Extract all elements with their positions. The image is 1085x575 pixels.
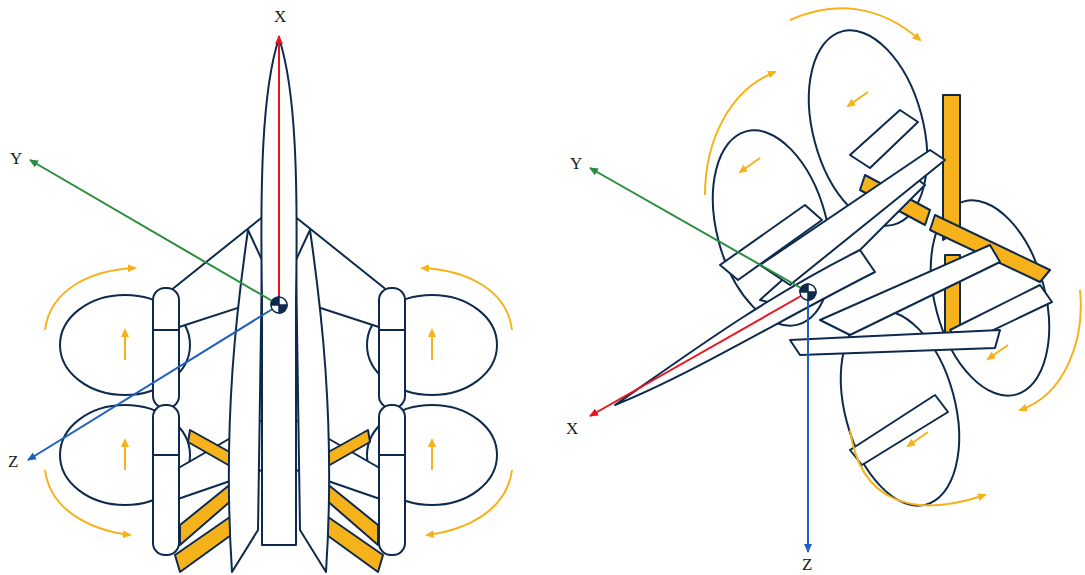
axis-label: Z <box>802 556 812 573</box>
axis-label: X <box>274 8 286 25</box>
axis-label: Z <box>8 453 18 470</box>
axis-label: Y <box>10 150 22 167</box>
axis-label: Y <box>570 155 582 172</box>
axis-label: X <box>566 420 578 437</box>
